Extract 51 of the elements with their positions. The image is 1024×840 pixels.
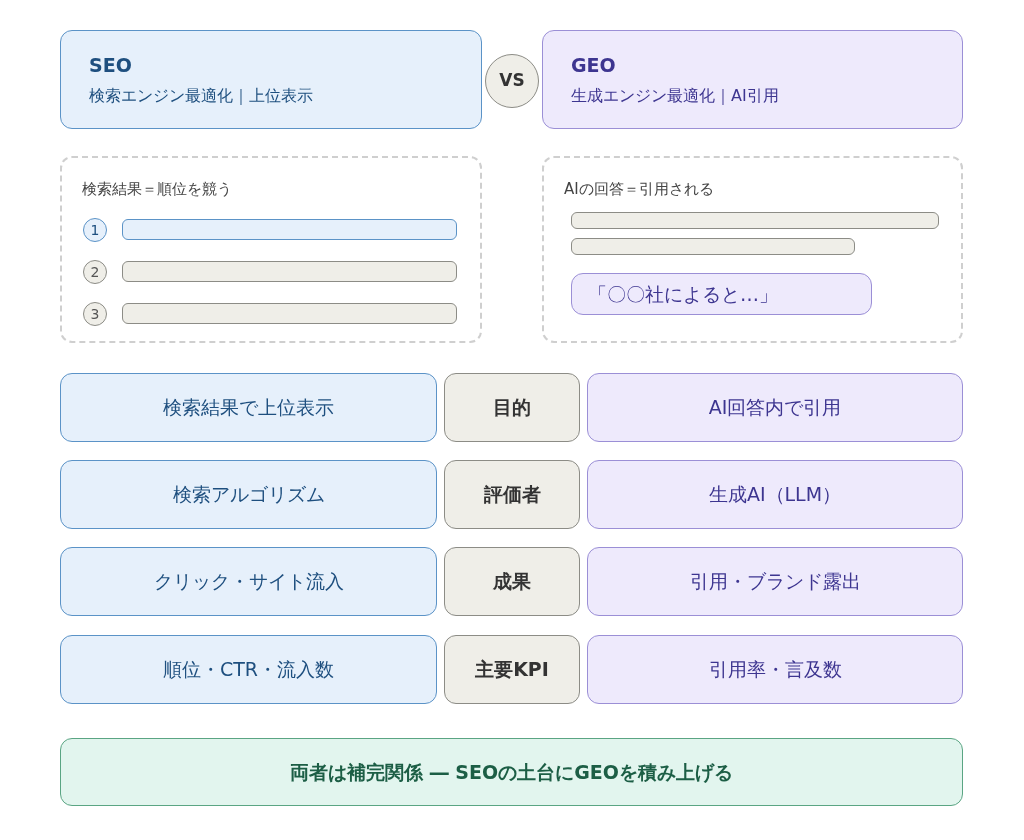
comparison-card	[60, 635, 437, 704]
comparison-card	[587, 373, 963, 442]
node-label: 主要KPI	[475, 657, 549, 683]
comparison-card	[60, 547, 437, 616]
header-card	[60, 30, 482, 129]
vs-badge	[485, 54, 539, 108]
quote-bubble	[571, 273, 872, 315]
node-label: 両者は補完関係 ― SEOの土台にGEOを積み上げる	[290, 759, 733, 785]
rank-number	[83, 302, 107, 326]
result-bar	[571, 212, 939, 229]
result-bar	[571, 238, 855, 255]
card-title: GEO	[571, 53, 617, 79]
node-label: 評価者	[483, 482, 541, 508]
category-card	[444, 460, 580, 529]
node-label: 2	[90, 262, 100, 282]
comparison-card	[587, 635, 963, 704]
node-label: 引用率・言及数	[708, 657, 842, 683]
category-card	[444, 635, 580, 704]
card-title: SEO	[89, 53, 133, 79]
node-label: 3	[90, 304, 100, 324]
node-label: AI回答内で引用	[708, 395, 842, 421]
result-bar	[122, 219, 457, 240]
node-label: 引用・ブランド露出	[689, 569, 861, 595]
card-subtitle: 検索エンジン最適化｜上位表示	[89, 84, 314, 107]
node-label: 検索結果で上位表示	[163, 395, 334, 421]
node-label: 生成AI（LLM）	[708, 482, 842, 508]
comparison-card	[587, 460, 963, 529]
node-label: 1	[90, 220, 100, 240]
rank-number	[83, 218, 107, 242]
comparison-card	[60, 373, 437, 442]
node-label: VS	[499, 69, 525, 93]
header-card	[542, 30, 963, 129]
node-label: 目的	[493, 395, 531, 421]
comparison-card	[587, 547, 963, 616]
rank-number	[83, 260, 107, 284]
node-label: AIの回答＝引用される	[564, 180, 714, 198]
category-card	[444, 547, 580, 616]
example-panel	[542, 156, 963, 343]
node-label: 「〇〇社によると…」	[588, 281, 778, 307]
category-card	[444, 373, 580, 442]
card-subtitle: 生成エンジン最適化｜AI引用	[571, 84, 780, 107]
example-panel	[60, 156, 482, 343]
comparison-card	[60, 460, 437, 529]
node-label: 成果	[493, 569, 531, 595]
node-label: クリック・サイト流入	[153, 569, 344, 595]
node-label: 検索結果＝順位を競う	[82, 180, 232, 198]
result-bar	[122, 261, 457, 282]
summary-banner	[60, 738, 963, 806]
node-label: 検索アルゴリズム	[172, 482, 325, 508]
node-label: 順位・CTR・流入数	[162, 657, 335, 683]
result-bar	[122, 303, 457, 324]
